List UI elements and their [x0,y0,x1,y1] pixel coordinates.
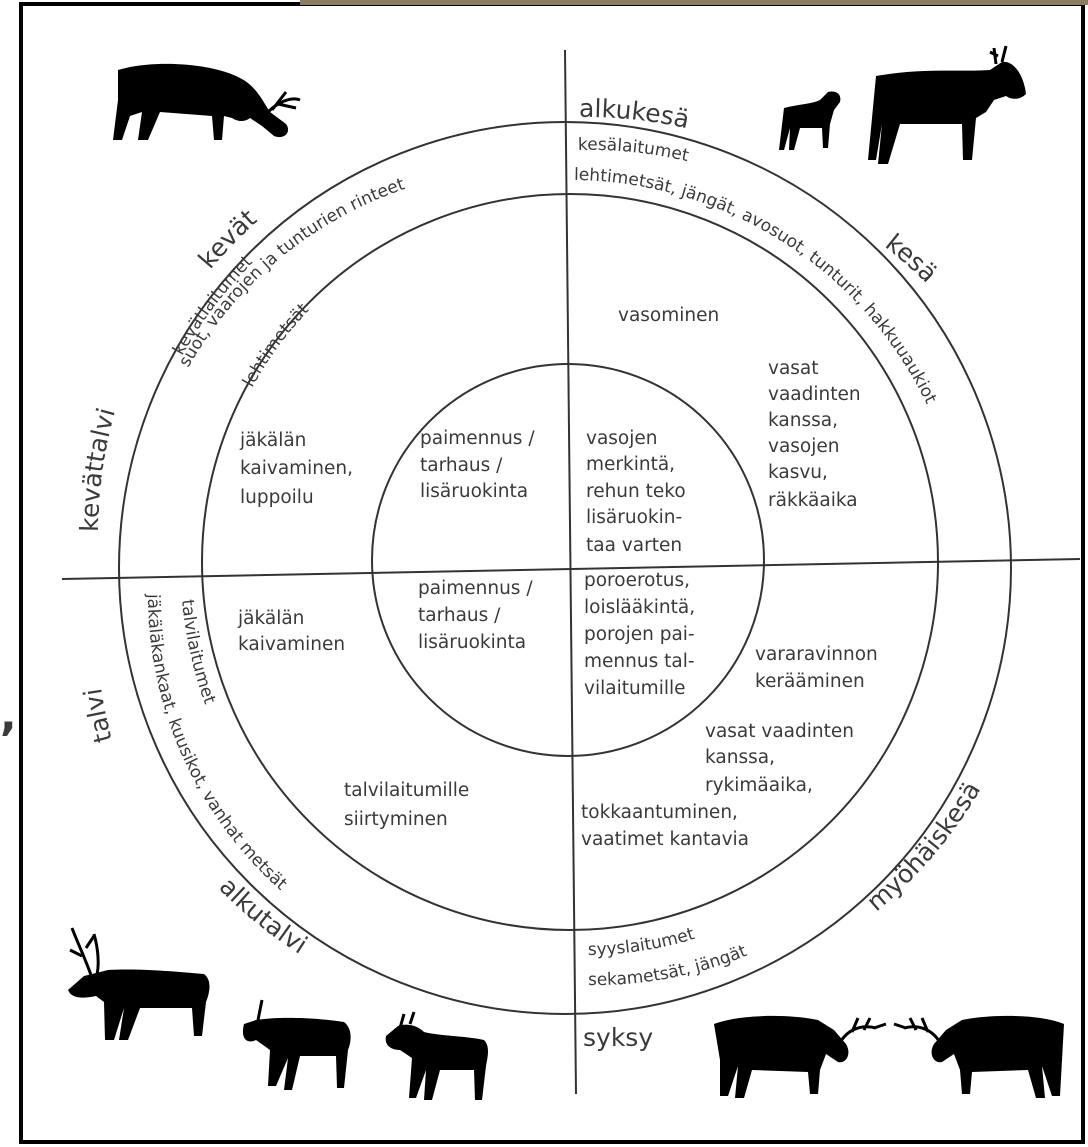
svg-text:porojen pai-: porojen pai- [584,624,695,645]
svg-text:paimennus /: paimennus / [420,428,535,449]
reindeer-fighting-left-icon [714,1015,887,1098]
reindeer-walking-icon [242,999,351,1090]
reindeer-fighting-right-icon [893,1015,1064,1098]
vasominen-label: vasominen [618,305,719,326]
svg-text:rehun teko: rehun teko [586,481,686,502]
svg-text:kaivaminen,: kaivaminen, [240,458,353,479]
svg-text:luppoilu: luppoilu [240,487,314,508]
svg-text:vararavinnon: vararavinnon [755,644,878,665]
reindeer-calf-icon [779,91,841,150]
svg-text:siirtyminen: siirtyminen [344,809,448,830]
inner-se-text: poroerotus, loislääkintä, porojen pai- m… [584,570,695,699]
inner-ne-text: vasojen merkintä, rehun teko lisäruokin-… [586,428,686,556]
se-activities-c: tokkaantuminen, vaatimet kantavia [581,802,749,850]
svg-text:vasat: vasat [768,358,819,379]
season-alkutalvi: alkutalvi [214,872,313,960]
svg-text:tokkaantuminen,: tokkaantuminen, [581,802,738,823]
svg-text:tarhaus /: tarhaus / [418,605,501,626]
outer-ring [118,121,1012,1015]
svg-text:vaatimet kantavia: vaatimet kantavia [581,829,749,850]
reindeer-grazing-icon [113,63,301,140]
svg-text:räkkäaika: räkkäaika [768,490,858,511]
svg-text:kanssa,: kanssa, [705,747,775,768]
svg-text:vilaitumille: vilaitumille [584,678,686,699]
inner-nw-text: paimennus / tarhaus / lisäruokinta [420,428,535,502]
svg-text:kerääminen: kerääminen [755,671,865,692]
spring-pasture-text1: suot, vaarojen ja tunturien rinteet [175,174,408,370]
svg-text:lisäruokin-: lisäruokin- [586,507,682,528]
middle-ring [201,193,939,931]
svg-text:loislääkintä,: loislääkintä, [584,597,695,618]
svg-text:talvilaitumille: talvilaitumille [344,780,469,801]
svg-text:vasat vaadinten: vasat vaadinten [705,721,854,742]
top-edge-strip [300,0,1088,5]
svg-text:paimennus /: paimennus / [418,578,533,599]
season-kesa: kesä [880,228,943,288]
summer-pasture-title: kesälaitumet [578,135,691,166]
vertical-axis [564,49,577,1095]
image-border [19,2,1085,1144]
svg-text:jäkälän: jäkälän [239,430,306,451]
reindeer-standing-icon [868,45,1026,164]
svg-text:kasvu,: kasvu, [768,462,828,483]
nw-activities: jäkälän kaivaminen, luppoilu [239,430,353,508]
svg-text:lisäruokinta: lisäruokinta [420,481,528,502]
svg-text:kaivaminen: kaivaminen [238,634,345,655]
se-activities-a: vararavinnon kerääminen [755,644,878,692]
season-syksy: syksy [583,1023,653,1052]
horizontal-axis [61,558,1081,580]
svg-text:vasojen: vasojen [768,436,840,457]
svg-text:jäkälän: jäkälän [237,608,304,629]
season-kevattalvi: kevättalvi [75,405,121,532]
svg-text:taa varten: taa varten [586,535,682,556]
sw-activities-bottom: talvilaitumille siirtyminen [344,780,469,830]
ne-activities: vasat vaadinten kanssa, vasojen kasvu, r… [768,358,861,511]
inner-sw-text: paimennus / tarhaus / lisäruokinta [418,578,533,653]
se-activities-b: vasat vaadinten kanssa, rykimäaika, [705,721,854,796]
svg-text:vasojen: vasojen [586,428,658,449]
svg-text:vaadinten: vaadinten [768,384,861,405]
svg-text:merkintä,: merkintä, [586,454,675,475]
inner-ring [371,363,765,757]
svg-text:kanssa,: kanssa, [768,410,838,431]
season-talvi: talvi [78,686,118,745]
spring-pasture-text2: lehtimetsät [239,299,313,390]
svg-text:tarhaus /: tarhaus / [420,455,503,476]
sw-activities-top: jäkälän kaivaminen [237,608,345,655]
svg-text:rykimäaika,: rykimäaika, [705,775,813,796]
stray-comma: , [0,690,17,741]
svg-text:poroerotus,: poroerotus, [584,570,690,591]
svg-text:mennus tal-: mennus tal- [584,651,695,672]
season-myohaiskesa: myöhäiskesä [861,777,986,917]
svg-text:lisäruokinta: lisäruokinta [418,632,526,653]
reindeer-young-icon [385,1011,488,1100]
reindeer-antlered-icon [68,927,210,1040]
